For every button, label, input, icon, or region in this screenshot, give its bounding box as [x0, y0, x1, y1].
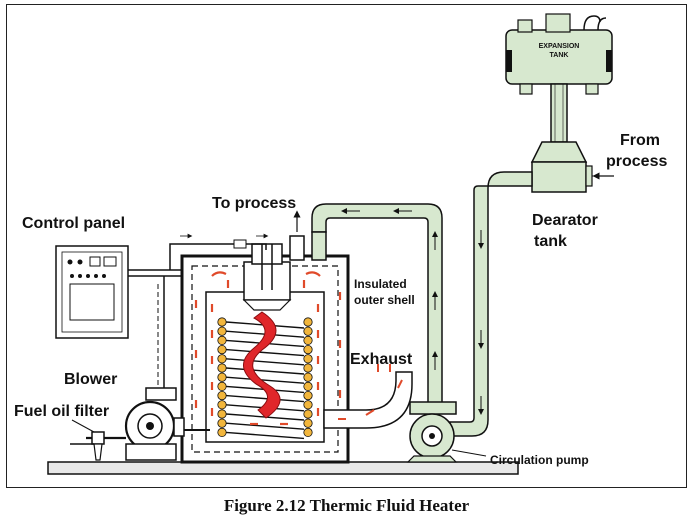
- coil-tube: [225, 394, 305, 403]
- coil-bead: [303, 363, 313, 373]
- coil-bead: [303, 381, 313, 391]
- coil-bead: [217, 317, 227, 327]
- coil-bead: [303, 427, 313, 437]
- coil-tube: [225, 422, 305, 430]
- flow-arrows: [341, 208, 484, 415]
- expansion-tank: EXPANSION TANK: [505, 13, 613, 95]
- coil-bead: [303, 344, 313, 355]
- coil-bead: [217, 390, 227, 401]
- exhaust-duct: [323, 364, 413, 429]
- coil-bead: [303, 317, 313, 327]
- coil-bead: [303, 326, 313, 336]
- circulation-pump-pointer: [451, 449, 487, 457]
- coil-bead: [303, 372, 313, 382]
- base-platform: [47, 461, 519, 475]
- coil-tube: [225, 376, 305, 384]
- fuel-oil-filter: [70, 431, 126, 461]
- coil-tube: [225, 367, 305, 375]
- burner-flame: [243, 311, 281, 419]
- exhaust-label: Exhaust: [350, 351, 413, 368]
- circulation-pump: [406, 401, 458, 463]
- coil-bead: [303, 390, 313, 401]
- coil-bead: [303, 400, 313, 410]
- coil-tube: [225, 431, 305, 440]
- coil-bead: [303, 354, 313, 364]
- coil-bead: [303, 335, 313, 345]
- coil-bead: [217, 344, 227, 355]
- thermic-fluid-heater-diagram: EXPANSION TANK: [14, 13, 667, 475]
- coil-bead: [217, 381, 227, 391]
- dearator-tank: [530, 141, 600, 193]
- coil-tube: [225, 348, 305, 357]
- diagram-frame: [6, 4, 687, 488]
- coil-bead: [217, 335, 227, 345]
- dearator-label-1: Dearator: [532, 212, 598, 229]
- control-wiring: [128, 243, 267, 392]
- coil-bead: [217, 372, 227, 382]
- fuel-oil-filter-pointer: [71, 419, 95, 433]
- control-panel-label: Control panel: [22, 215, 125, 232]
- dearator-label-2: tank: [534, 233, 567, 250]
- from-process-label-2: process: [606, 153, 667, 170]
- coil-bead: [217, 400, 227, 410]
- coil-bead: [217, 409, 227, 419]
- heating-coils: [217, 317, 313, 440]
- from-process-label-1: From: [620, 132, 660, 149]
- coil-bead: [217, 418, 227, 428]
- to-process-label: To process: [212, 195, 296, 212]
- insulated-shell-label-1: Insulated: [354, 277, 407, 291]
- expansion-tank-label-1: EXPANSION: [539, 43, 580, 50]
- coil-bead: [303, 418, 313, 428]
- circulation-pump-label: Circulation pump: [490, 453, 589, 467]
- heat-flow-marks: [194, 271, 342, 426]
- coil-bead: [217, 354, 227, 364]
- coil-bead: [217, 363, 227, 373]
- coil-bead: [303, 409, 313, 419]
- fuel-oil-filter-label: Fuel oil filter: [14, 403, 109, 420]
- wiring-junction: [233, 239, 247, 249]
- coil-bead: [217, 326, 227, 336]
- expansion-pipe: [550, 83, 568, 143]
- figure-caption: Figure 2.12 Thermic Fluid Heater: [223, 496, 470, 515]
- blower-label: Blower: [64, 371, 117, 388]
- blower: [124, 387, 210, 461]
- control-panel: [55, 245, 129, 339]
- expansion-tank-label-2: TANK: [550, 52, 569, 59]
- coil-bead: [217, 427, 227, 437]
- return-pipe: [449, 171, 533, 437]
- coil-tube: [225, 358, 305, 366]
- insulated-shell-label-2: outer shell: [354, 293, 415, 307]
